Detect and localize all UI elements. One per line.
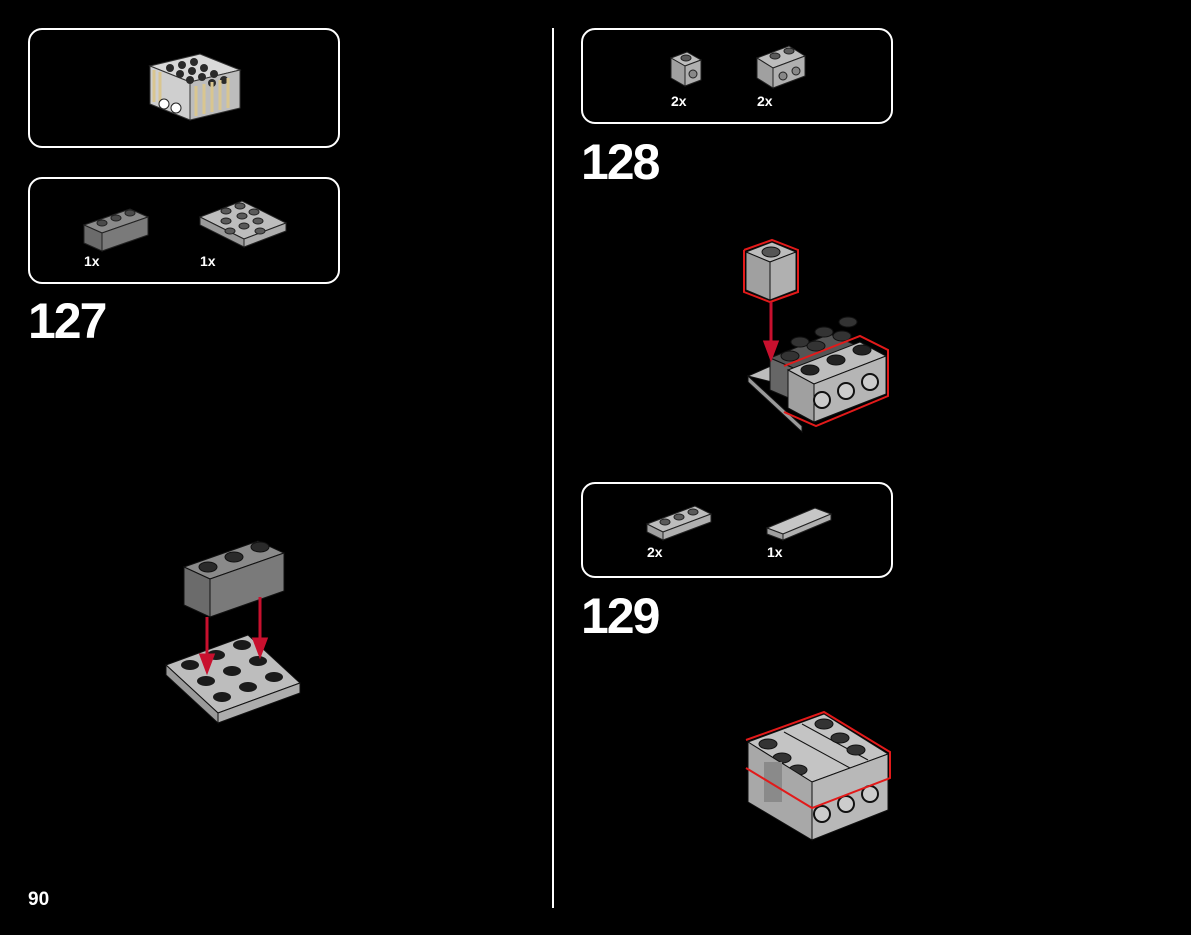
part-quantity: 2x (647, 544, 663, 560)
assembled-module-icon (148, 53, 242, 121)
step-127-parts-box: 1x 1x (28, 177, 340, 284)
step-128-assembly-illustration (743, 238, 889, 434)
step-number-129: 129 (581, 588, 660, 644)
page-divider (552, 28, 554, 908)
step-129-assembly-illustration (745, 710, 891, 841)
step-129-parts-box: 2x 1x (581, 482, 893, 578)
brick-1x2-with-studs-side-icon (755, 45, 807, 89)
part-quantity: 1x (767, 544, 783, 560)
step-number-128: 128 (581, 134, 660, 190)
plate-3x3-light-gray-icon (198, 200, 288, 248)
brick-1x1-with-stud-side-icon (669, 51, 703, 87)
step-127-assembly-illustration (165, 540, 301, 725)
part-quantity: 1x (200, 253, 216, 269)
brick-1x3-dark-gray-icon (82, 208, 150, 252)
step-number-127: 127 (28, 293, 107, 349)
plate-1x3-light-gray-icon (645, 505, 713, 541)
part-quantity: 2x (671, 93, 687, 109)
part-quantity: 1x (84, 253, 100, 269)
preview-box (28, 28, 340, 148)
tile-1x3-light-gray-icon (765, 507, 833, 541)
page-number: 90 (28, 889, 50, 910)
part-quantity: 2x (757, 93, 773, 109)
step-128-parts-box: 2x 2x (581, 28, 893, 124)
